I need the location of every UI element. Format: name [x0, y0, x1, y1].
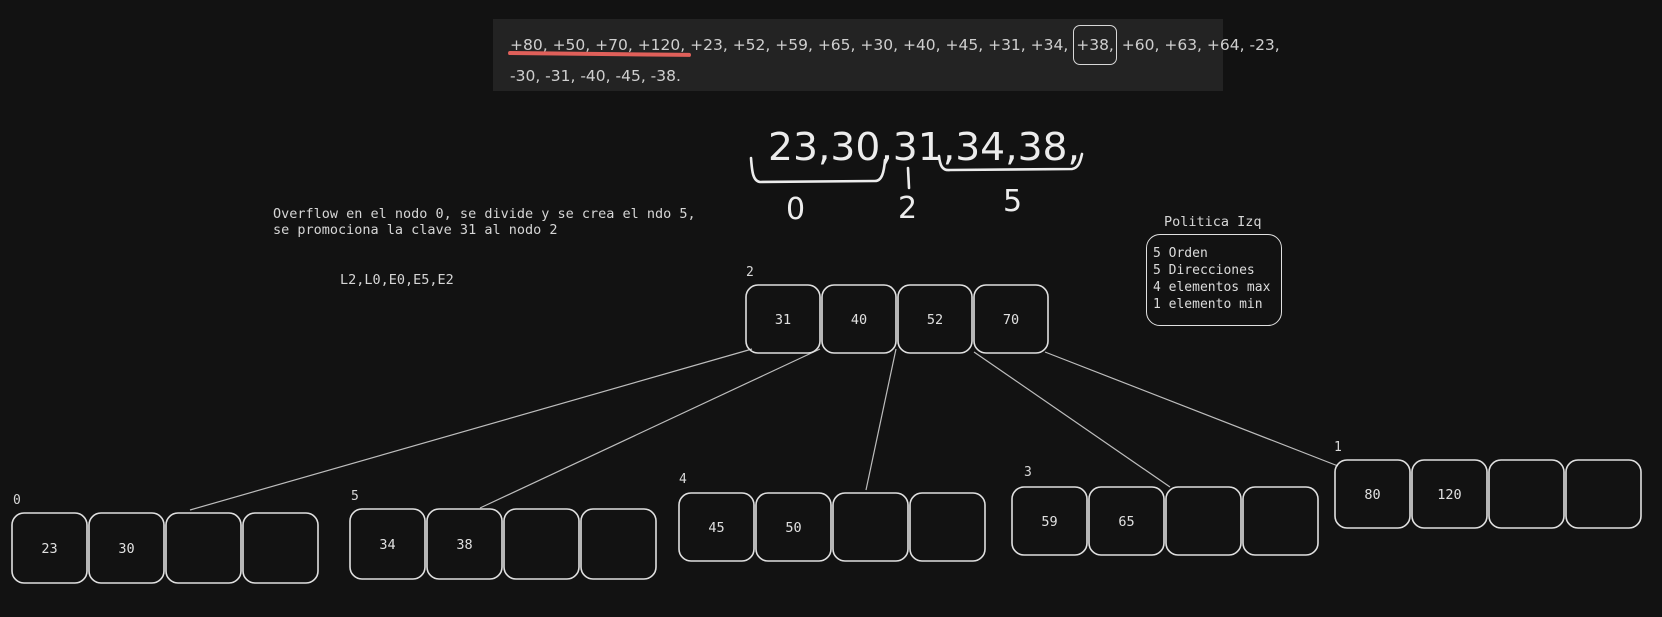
node-3-slot-0 [1011, 486, 1088, 556]
node-4-key: 45 [708, 520, 724, 536]
node-2-slot-3 [973, 284, 1049, 354]
insertion-sequence: +80, +50, +70, +120, +23, +52, +59, +65,… [493, 19, 1280, 91]
handwritten-bracket-right [937, 152, 1084, 172]
node-5-slot-3 [580, 508, 657, 580]
node-4-slot-1 [755, 492, 832, 562]
policy-box: 5 Orden 5 Direcciones 4 elementos max 1 … [1146, 234, 1282, 326]
edge-root-node0 [189, 348, 753, 511]
node-label-0: 0 [13, 493, 21, 508]
node-5: 34 38 [349, 508, 657, 580]
node-1-key: 80 [1364, 487, 1380, 503]
policy-line: 1 elemento min [1153, 297, 1263, 312]
policy-line: 5 Direcciones [1153, 263, 1255, 278]
operations-note: L2,L0,E0,E5,E2 [340, 272, 454, 288]
handwritten-values: 23,30,31,34,38, [768, 125, 1080, 169]
policy-line: 4 elementos max [1153, 280, 1271, 295]
node-1-slot-3 [1565, 459, 1642, 529]
overflow-note-line-1: Overflow en el nodo 0, se divide y se cr… [273, 206, 696, 222]
node-4: 45 50 [678, 492, 986, 562]
node-3-key: 65 [1118, 514, 1134, 530]
sequence-highlighted-prefix: +80, +50, +70, +120, [510, 36, 686, 54]
node-4-key: 50 [785, 520, 801, 536]
handwritten-tick [906, 166, 911, 190]
node-2: 31 40 52 70 [745, 284, 1049, 354]
node-5-slot-0 [349, 508, 426, 580]
node-2-slot-1 [821, 284, 897, 354]
node-5-key: 38 [456, 537, 472, 553]
node-3-slot-2 [1165, 486, 1242, 556]
sequence-line1-rest: +60, +63, +64, -23, [1116, 36, 1280, 54]
node-0-slot-2 [165, 512, 242, 584]
node-label-3: 3 [1024, 465, 1032, 480]
node-0: 23 30 [11, 512, 319, 584]
handwritten-annotation: 23,30,31,34,38, 0 2 5 [749, 125, 1084, 227]
handwritten-group-2: 2 [898, 191, 917, 226]
sequence-middle: +23, +52, +59, +65, +30, +40, +45, +31, … [685, 36, 1074, 54]
node-1: 80 120 [1334, 459, 1642, 529]
node-5-slot-2 [503, 508, 580, 580]
node-0-key: 23 [41, 541, 57, 557]
edge-root-node3 [973, 351, 1171, 488]
node-3-key: 59 [1041, 514, 1057, 530]
node-label-1: 1 [1334, 440, 1342, 455]
node-3-slot-1 [1088, 486, 1165, 556]
node-1-slot-0 [1334, 459, 1411, 529]
node-5-slot-1 [426, 508, 503, 580]
node-4-slot-0 [678, 492, 755, 562]
tree-edges [189, 348, 1339, 511]
node-2-key: 70 [1003, 312, 1019, 328]
handwritten-group-5: 5 [1003, 184, 1022, 219]
node-1-slot-1 [1411, 459, 1488, 529]
node-4-slot-3 [909, 492, 986, 562]
handwritten-bracket-left [749, 156, 887, 184]
policy-line: 5 Orden [1153, 246, 1208, 261]
policy-title: Politica Izq [1164, 214, 1262, 230]
node-2-key: 52 [927, 312, 943, 328]
node-1-key: 120 [1437, 487, 1461, 503]
node-3-slot-3 [1242, 486, 1319, 556]
edge-root-node1 [1044, 351, 1339, 467]
overflow-note-line-2: se promociona la clave 31 al nodo 2 [273, 222, 558, 238]
node-2-slot-0 [745, 284, 821, 354]
sequence-line-2: -30, -31, -40, -45, -38. [510, 67, 681, 85]
edge-root-node4 [865, 348, 897, 491]
node-label-4: 4 [679, 472, 687, 487]
node-0-key: 30 [118, 541, 134, 557]
node-0-slot-3 [242, 512, 319, 584]
node-1-slot-2 [1488, 459, 1565, 529]
handwritten-group-0: 0 [786, 192, 805, 227]
node-2-key: 31 [775, 312, 791, 328]
node-label-2: 2 [746, 265, 754, 280]
node-label-5: 5 [351, 489, 359, 504]
node-0-slot-1 [88, 512, 165, 584]
node-0-slot-0 [11, 512, 88, 584]
sequence-line-1: +80, +50, +70, +120, +23, +52, +59, +65,… [510, 25, 1280, 65]
node-4-slot-2 [832, 492, 909, 562]
node-5-key: 34 [379, 537, 395, 553]
edge-root-node5 [479, 348, 821, 509]
sequence-boxed-item: +38, [1073, 25, 1117, 65]
node-2-key: 40 [851, 312, 867, 328]
node-2-slot-2 [897, 284, 973, 354]
node-3: 59 65 [1011, 486, 1319, 556]
